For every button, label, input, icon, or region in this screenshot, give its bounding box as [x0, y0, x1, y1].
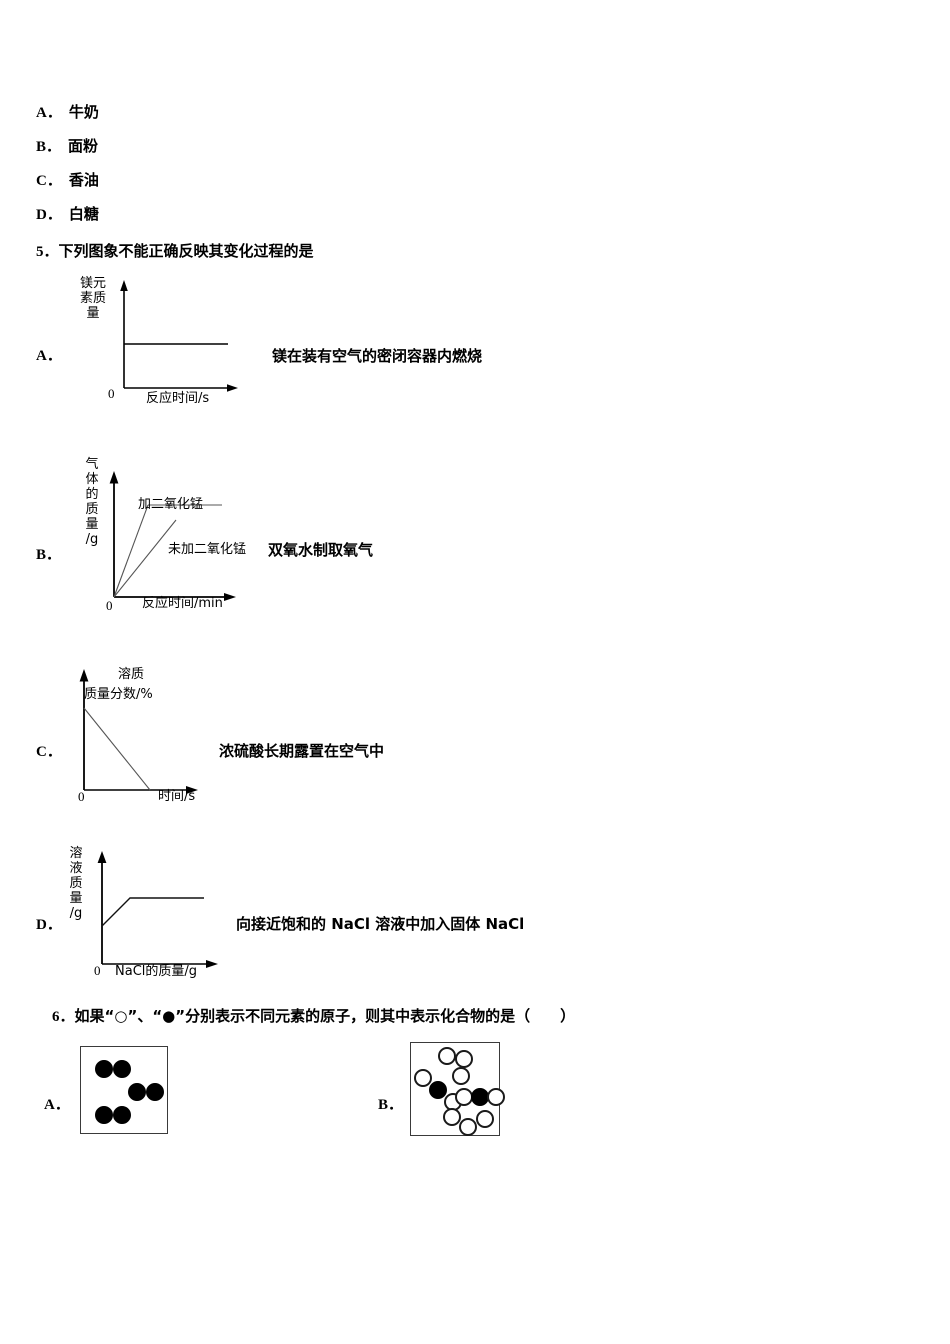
chart-d-graphic	[97, 851, 218, 968]
option-text: 面粉	[68, 137, 99, 155]
atom-filled	[113, 1060, 131, 1078]
chart-a-graphic	[120, 280, 238, 392]
question-text: 下列图象不能正确反映其变化过程的是	[58, 242, 314, 260]
chart-c-y-axis-label-line2: 质量分数/%	[84, 687, 153, 702]
y-label-line: 镁元	[79, 276, 106, 291]
option-text: 香油	[68, 171, 99, 189]
y-label-line: 体	[85, 472, 99, 487]
chart-d-origin-label: 0	[94, 963, 101, 978]
option-letter: B．	[36, 139, 62, 155]
y-label-line: /g	[85, 532, 99, 547]
chart-c-y-axis-label-line1: 溶质	[118, 667, 145, 682]
chart-c-graphic	[79, 669, 198, 794]
atom-hollow	[438, 1047, 456, 1065]
option-text: 牛奶	[68, 103, 99, 121]
y-label-line: 的	[85, 487, 99, 502]
chart-a-origin-label: 0	[108, 386, 115, 401]
chart-c-x-axis-label: 时间/s	[158, 789, 196, 804]
atom-filled	[146, 1083, 164, 1101]
y-label-line: 质	[69, 876, 83, 891]
atom-filled	[95, 1106, 113, 1124]
chart-b-series-label-with-catalyst: 加二氧化锰	[138, 497, 204, 512]
y-label-line: 液	[69, 861, 83, 876]
option-letter: A．	[36, 105, 62, 121]
option-letter: D．	[36, 207, 62, 223]
atom-hollow	[452, 1067, 470, 1085]
chart-b-series-label-without-catalyst: 未加二氧化锰	[168, 542, 247, 557]
chart-a-letter: A．	[36, 348, 62, 364]
question-text: 如果“○”、“●”分别表示不同元素的原子，则其中表示化合物的是（ ）	[74, 1007, 576, 1025]
question-6-stem: 6．如果“○”、“●”分别表示不同元素的原子，则其中表示化合物的是（ ）	[52, 1005, 575, 1026]
chart-b-graphic	[109, 471, 236, 601]
question-number: 5．	[36, 244, 59, 260]
q6-option-a-letter: A．	[44, 1097, 70, 1113]
chart-a-x-axis-label: 反应时间/s	[146, 391, 210, 406]
y-label-line: 质	[85, 502, 99, 517]
y-label-line: 量	[86, 306, 100, 321]
q6-option-a-diagram	[80, 1046, 168, 1134]
option-letter: C．	[36, 173, 62, 189]
q6-option-b-letter: B．	[378, 1097, 404, 1113]
chart-b-x-axis-label: 反应时间/min	[142, 596, 223, 611]
chart-b-description: 双氧水制取氧气	[268, 541, 374, 559]
y-label-line: 气	[85, 457, 99, 472]
y-label-line: 溶	[69, 846, 83, 861]
q6-option-b-diagram	[410, 1042, 505, 1136]
y-label-line: /g	[69, 906, 83, 921]
option-row-sesame-oil: C． 香油	[36, 170, 99, 191]
option-row-milk: A． 牛奶	[36, 102, 99, 123]
chart-a-description: 镁在装有空气的密闭容器内燃烧	[272, 347, 483, 365]
atom-hollow	[476, 1110, 494, 1128]
question-number: 6．	[52, 1009, 75, 1025]
atom-hollow	[455, 1050, 473, 1068]
chart-b-letter: B．	[36, 547, 62, 563]
chart-b-origin-label: 0	[106, 598, 113, 613]
option-text: 白糖	[68, 205, 99, 223]
atom-filled	[429, 1081, 447, 1099]
question-5-stem: 5．下列图象不能正确反映其变化过程的是	[36, 240, 314, 261]
chart-c-origin-label: 0	[78, 789, 85, 804]
chart-a-y-axis-label: 镁元 素质 量	[76, 276, 110, 321]
y-label-line: 量	[85, 517, 99, 532]
chart-d-x-axis-label: NaCl的质量/g	[115, 964, 198, 979]
atom-filled	[128, 1083, 146, 1101]
chart-d-description: 向接近饱和的 NaCl 溶液中加入固体 NaCl	[236, 915, 525, 933]
chart-c-description: 浓硫酸长期露置在空气中	[219, 742, 385, 760]
atom-filled	[95, 1060, 113, 1078]
atom-hollow	[443, 1108, 461, 1126]
atom-hollow	[414, 1069, 432, 1087]
option-row-sugar: D． 白糖	[36, 204, 99, 225]
atom-hollow	[459, 1118, 477, 1136]
atom-hollow	[487, 1088, 505, 1106]
chart-d-letter: D．	[36, 917, 62, 933]
option-row-flour: B． 面粉	[36, 136, 98, 157]
atom-filled	[113, 1106, 131, 1124]
y-label-line: 素质	[79, 291, 106, 306]
chart-b-y-axis-label: 气 体 的 质 量 /g	[84, 457, 100, 547]
y-label-line: 量	[69, 891, 83, 906]
chart-c-letter: C．	[36, 744, 62, 760]
chart-d-y-axis-label: 溶 液 质 量 /g	[68, 846, 84, 921]
